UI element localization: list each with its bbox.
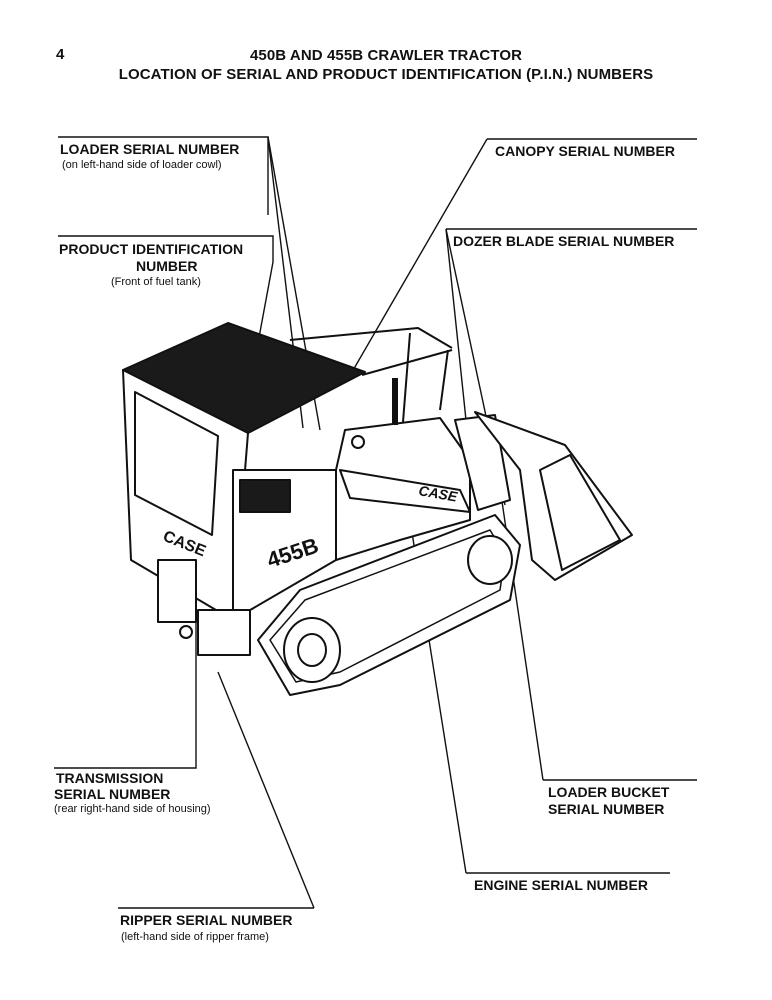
- dozer-serial-label: DOZER BLADE SERIAL NUMBER: [453, 233, 675, 249]
- canopy-serial-label: CANOPY SERIAL NUMBER: [495, 143, 675, 159]
- leader-dozer-2: [445, 228, 467, 421]
- transmission-label-line2: SERIAL NUMBER: [54, 786, 171, 802]
- loader-serial-label: LOADER SERIAL NUMBER: [60, 141, 240, 157]
- leader-canopy: [351, 138, 488, 373]
- transmission-frame: [54, 592, 197, 769]
- page-title: 450B AND 455B CRAWLER TRACTOR: [249, 47, 523, 64]
- ripper-note: (left-hand side of ripper frame): [121, 931, 269, 943]
- page-number: 4: [56, 46, 65, 63]
- page-subtitle: LOCATION OF SERIAL AND PRODUCT IDENTIFIC…: [118, 66, 654, 83]
- transmission-note: (rear right-hand side of housing): [54, 803, 211, 815]
- tractor-body: [122, 322, 633, 696]
- pin-note: (Front of fuel tank): [111, 276, 201, 288]
- transmission-label-line1: TRANSMISSION: [56, 770, 164, 786]
- ripper-serial-label: RIPPER SERIAL NUMBER: [120, 912, 293, 928]
- engine-serial-label: ENGINE SERIAL NUMBER: [474, 877, 648, 893]
- loader-bucket-label-line1: LOADER BUCKET: [548, 784, 670, 800]
- loader-serial-note: (on left-hand side of loader cowl): [62, 159, 222, 171]
- brand-marking-arm: CASE: [417, 482, 459, 505]
- loader-bucket-label-line2: SERIAL NUMBER: [548, 801, 665, 817]
- pin-frame: [58, 235, 274, 262]
- pin-label-line1: PRODUCT IDENTIFICATION: [59, 241, 244, 257]
- leader-ripper: [217, 671, 315, 909]
- pin-label-line2: NUMBER: [136, 258, 198, 274]
